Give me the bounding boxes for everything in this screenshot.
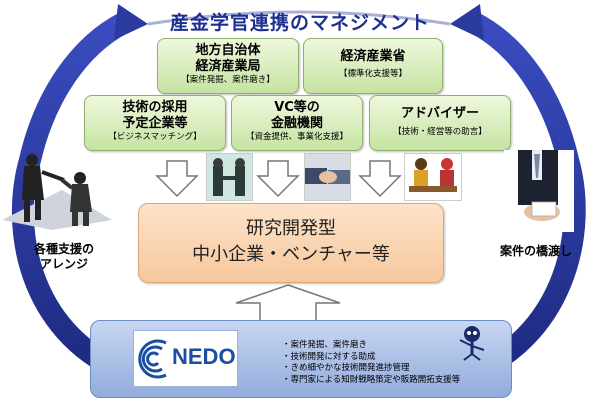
down-arrow-icon bbox=[358, 160, 402, 198]
center-label: 研究開発型 bbox=[246, 218, 336, 239]
nedo-logo-text: NEDO bbox=[172, 344, 236, 369]
nedo-logo: NEDO bbox=[133, 330, 238, 387]
handshake-closeup-icon bbox=[304, 153, 351, 201]
box-sublabel: 【標準化支援等】 bbox=[338, 69, 407, 79]
box-label: 金融機関 bbox=[270, 116, 323, 131]
page-title: 産金学官連携のマネジメント bbox=[169, 12, 430, 34]
mascot-icon bbox=[459, 326, 485, 361]
box-advisor: アドバイザー 【技術・経営等の助言】 bbox=[369, 95, 511, 151]
box-label: 地方自治体 bbox=[195, 43, 261, 58]
support-arrangement-illustration-icon bbox=[2, 154, 112, 230]
right-label: 案件の橋渡し bbox=[499, 244, 572, 258]
down-arrow-icon bbox=[256, 160, 300, 198]
target-enterprises-box: 研究開発型 中小企業・ベンチャー等 bbox=[138, 203, 444, 283]
box-local-government: 地方自治体 経済産業局 【案件発掘、案件磨き】 bbox=[157, 38, 299, 94]
left-label: 各種支援の アレンジ bbox=[14, 242, 114, 272]
nedo-logo-mark-icon bbox=[138, 339, 167, 379]
left-label-line2: アレンジ bbox=[39, 257, 88, 271]
box-label: VC等の bbox=[274, 100, 320, 115]
handshake-photo-icon bbox=[206, 153, 253, 201]
nedo-bullet: ・技術開発に対する助成 bbox=[282, 351, 376, 362]
box-label: アドバイザー bbox=[400, 106, 479, 121]
up-arrow-icon bbox=[235, 284, 341, 322]
box-financial-institutions: VC等の 金融機関 【資金提供、事業化支援】 bbox=[231, 95, 363, 151]
down-arrow-icon bbox=[155, 160, 199, 198]
box-label: 予定企業等 bbox=[122, 116, 188, 131]
center-label: 中小企業・ベンチャー等 bbox=[192, 244, 390, 265]
box-adopting-company: 技術の採用 予定企業等 【ビジネスマッチング】 bbox=[84, 95, 226, 151]
box-meti: 経済産業省 【標準化支援等】 bbox=[303, 38, 443, 94]
box-sublabel: 【技術・経営等の助言】 bbox=[393, 127, 487, 137]
meeting-illustration-icon bbox=[404, 153, 462, 201]
box-label: 技術の採用 bbox=[122, 100, 188, 115]
nedo-bullet-list: ・案件発掘、案件磨き ・技術開発に対する助成 ・きめ細やかな技術開発進捗管理 ・… bbox=[282, 340, 502, 386]
nedo-bullet: ・案件発掘、案件磨き bbox=[282, 340, 368, 350]
box-sublabel: 【案件発掘、案件磨き】 bbox=[181, 75, 275, 85]
box-sublabel: 【資金提供、事業化支援】 bbox=[245, 132, 348, 142]
box-label: 経済産業局 bbox=[195, 59, 261, 74]
box-sublabel: 【ビジネスマッチング】 bbox=[108, 132, 202, 142]
box-label: 経済産業省 bbox=[340, 49, 406, 64]
nedo-bullet: ・専門家による知財戦略策定や販路開拓支援等 bbox=[282, 374, 461, 385]
left-label-line1: 各種支援の bbox=[33, 242, 94, 256]
business-card-handover-icon bbox=[504, 150, 574, 232]
nedo-bullet: ・きめ細やかな技術開発進捗管理 bbox=[282, 363, 410, 373]
